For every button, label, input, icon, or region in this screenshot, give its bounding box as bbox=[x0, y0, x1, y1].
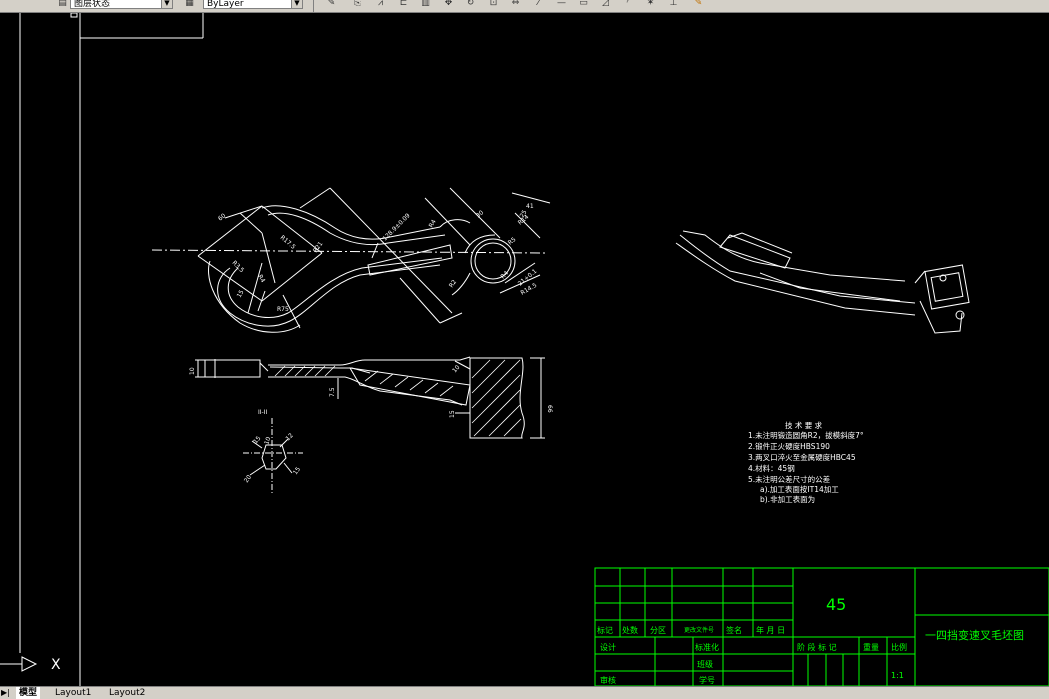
section-II-II[interactable] bbox=[243, 418, 303, 493]
svg-text:60: 60 bbox=[217, 212, 227, 222]
copy-icon[interactable]: ⎘ bbox=[353, 0, 362, 8]
fork-top-view[interactable] bbox=[151, 187, 551, 333]
drawing-border bbox=[19, 13, 204, 686]
offset-icon[interactable]: ⊏ bbox=[399, 0, 408, 8]
svg-text:15: 15 bbox=[252, 435, 262, 445]
svg-text:R2: R2 bbox=[448, 278, 458, 289]
layer-icon[interactable]: ▤ bbox=[58, 0, 67, 8]
svg-text:分区: 分区 bbox=[650, 626, 666, 635]
toolbar-separator bbox=[313, 0, 314, 12]
svg-text:7.5: 7.5 bbox=[329, 387, 336, 397]
svg-text:重量: 重量 bbox=[863, 642, 879, 652]
svg-text:12: 12 bbox=[284, 432, 294, 442]
tech-line: a).加工表面按IT14加工 bbox=[760, 484, 839, 494]
chevron-down-icon[interactable]: ▼ bbox=[291, 0, 302, 8]
fillet-icon[interactable]: ◜ bbox=[626, 0, 631, 8]
layer-combo[interactable]: 图层状态 ▼ bbox=[70, 0, 173, 9]
svg-text:审核: 审核 bbox=[600, 675, 616, 685]
tech-line: 3.两叉口淬火至金属硬度HBC45 bbox=[748, 452, 856, 462]
svg-text:10: 10 bbox=[451, 364, 461, 374]
svg-text:比例: 比例 bbox=[891, 642, 907, 652]
svg-text:30: 30 bbox=[475, 209, 485, 219]
svg-text:15: 15 bbox=[292, 466, 302, 476]
tech-line: 4.材料：45钢 bbox=[748, 463, 795, 473]
svg-text:班级: 班级 bbox=[697, 659, 713, 669]
svg-text:更改文件号: 更改文件号 bbox=[684, 626, 714, 634]
style-combo[interactable]: ByLayer ▼ bbox=[203, 0, 303, 9]
tech-line: 5.未注明公差尺寸的公差 bbox=[748, 474, 831, 484]
svg-text:41: 41 bbox=[526, 203, 534, 210]
svg-text:1:1: 1:1 bbox=[891, 671, 904, 680]
svg-text:10: 10 bbox=[263, 436, 272, 446]
canvas-background bbox=[0, 13, 1049, 686]
svg-text:R4: R4 bbox=[428, 218, 438, 229]
svg-text:标准化: 标准化 bbox=[695, 642, 719, 652]
title-block[interactable] bbox=[594, 567, 1049, 686]
svg-text:15: 15 bbox=[449, 410, 456, 418]
svg-text:II-II: II-II bbox=[258, 409, 267, 416]
properties-icon[interactable]: ✎ bbox=[694, 0, 703, 8]
title-block-text: 45 一四挡变速叉毛坯图 标记 处数 分区 更改文件号 签名 年 月 日 设计 … bbox=[597, 595, 1024, 685]
tab-model[interactable]: 模型 bbox=[16, 687, 41, 699]
technical-requirements: 技 术 要 求 1.未注明锻造圆角R2，拔模斜度7° 2.锻件正火硬度HBS19… bbox=[748, 420, 864, 504]
explode-icon[interactable]: ✶ bbox=[646, 0, 655, 8]
scale-icon[interactable]: ⊡ bbox=[489, 0, 498, 8]
array-icon[interactable]: ▥ bbox=[421, 0, 430, 8]
tech-line: 1.未注明锻造圆角R2，拔模斜度7° bbox=[748, 430, 864, 440]
tech-line: b).非加工表面为 bbox=[760, 494, 815, 504]
break-icon[interactable]: ▭ bbox=[579, 0, 588, 8]
tech-line: 2.锻件正火硬度HBS190 bbox=[748, 441, 830, 451]
tab-scroll-last-icon[interactable]: ▶| bbox=[1, 688, 10, 697]
mirror-icon[interactable]: ⩘ bbox=[377, 0, 384, 8]
drawing-name: 一四挡变速叉毛坯图 bbox=[925, 628, 1024, 642]
svg-text:10: 10 bbox=[189, 367, 196, 375]
side-view-dimension-labels: 10 7.5 10 66 15 bbox=[189, 364, 553, 418]
drawing-canvas[interactable]: X bbox=[0, 13, 1049, 686]
chamfer-icon[interactable]: ◿ bbox=[602, 0, 609, 8]
section-labels: II-II 15 10 12 20 15 bbox=[243, 409, 302, 484]
svg-text:标记: 标记 bbox=[597, 625, 613, 635]
svg-text:R4: R4 bbox=[256, 274, 266, 285]
trim-icon[interactable]: ⁄ bbox=[537, 0, 540, 8]
svg-text:阶 段 标 记: 阶 段 标 记 bbox=[797, 642, 837, 652]
stretch-icon[interactable]: ⇔ bbox=[511, 0, 520, 8]
svg-text:处数: 处数 bbox=[622, 625, 638, 635]
svg-text:15: 15 bbox=[236, 289, 246, 299]
toolbar: ▤ 图层状态 ▼ ▦ ByLayer ▼ ✎ ⎘ ⩘ ⊏ ▥ ✥ ↻ ⊡ ⇔ ⁄… bbox=[0, 0, 1049, 13]
svg-text:R5: R5 bbox=[507, 236, 518, 247]
chevron-down-icon[interactable]: ▼ bbox=[161, 0, 172, 8]
svg-text:年 月 日: 年 月 日 bbox=[756, 625, 785, 635]
layout-tab-bar: ▶| 模型 Layout1 Layout2 bbox=[0, 686, 1049, 699]
tab-layout1[interactable]: Layout1 bbox=[55, 688, 92, 698]
color-icon[interactable]: ▦ bbox=[185, 0, 194, 8]
svg-text:学号: 学号 bbox=[699, 675, 715, 685]
svg-text:签名: 签名 bbox=[726, 625, 742, 635]
extend-icon[interactable]: — bbox=[557, 0, 566, 8]
rotate-icon[interactable]: ↻ bbox=[466, 0, 475, 8]
tech-title: 技 术 要 求 bbox=[785, 420, 823, 430]
material-value: 45 bbox=[826, 595, 846, 614]
svg-text:R75: R75 bbox=[277, 306, 289, 313]
svg-text:20: 20 bbox=[243, 474, 253, 484]
move-icon[interactable]: ✥ bbox=[444, 0, 453, 8]
svg-text:25: 25 bbox=[519, 209, 529, 219]
tab-layout2[interactable]: Layout2 bbox=[109, 688, 146, 698]
svg-text:66: 66 bbox=[546, 405, 553, 413]
fork-isometric-view[interactable] bbox=[675, 230, 970, 334]
svg-text:设计: 设计 bbox=[600, 642, 616, 652]
ucs-x-label: X bbox=[51, 657, 61, 673]
fork-side-view[interactable] bbox=[195, 356, 545, 439]
svg-text:R4: R4 bbox=[499, 270, 510, 281]
ucs-icon: X bbox=[0, 656, 61, 673]
pencil-icon[interactable]: ✎ bbox=[327, 0, 336, 8]
join-icon[interactable]: ⊥ bbox=[669, 0, 678, 8]
